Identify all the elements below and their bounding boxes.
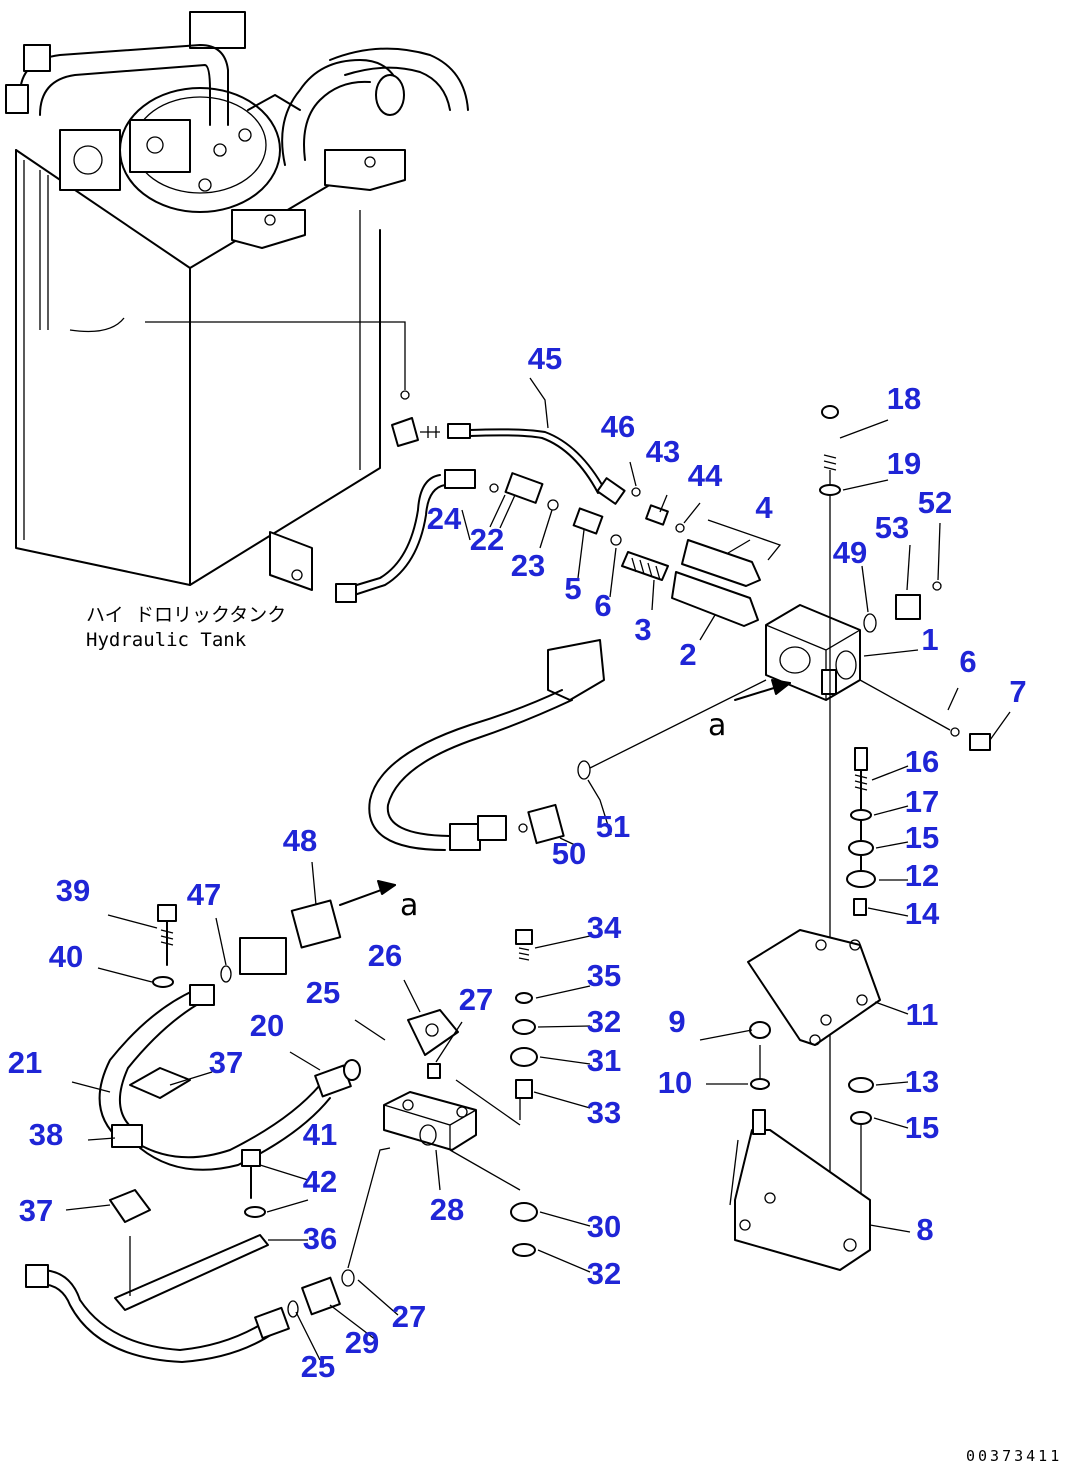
callout-c23: 23: [511, 548, 545, 583]
callout-c4: 4: [755, 490, 773, 525]
callout-c30: 30: [587, 1209, 621, 1244]
callout-c10: 10: [658, 1065, 692, 1100]
callout-c29: 29: [345, 1325, 379, 1360]
callout-c35: 35: [587, 958, 621, 993]
callout-c34: 34: [587, 910, 622, 945]
callout-c24: 24: [427, 501, 462, 536]
callout-c21: 21: [8, 1045, 42, 1080]
callout-c25b: 25: [301, 1349, 335, 1384]
callout-c19: 19: [887, 446, 921, 481]
callout-c5: 5: [564, 571, 581, 606]
callout-c7: 7: [1009, 674, 1026, 709]
callout-c38: 38: [29, 1117, 63, 1152]
callout-c33: 33: [587, 1095, 621, 1130]
callout-c48: 48: [283, 823, 317, 858]
caption-japanese: ハイ ドロリックタンク: [86, 604, 286, 626]
view-marker-a-lower: a: [400, 888, 418, 923]
callout-c32a: 32: [587, 1004, 621, 1039]
callout-c37a: 37: [209, 1045, 243, 1080]
callout-c1: 1: [921, 622, 938, 657]
view-arrow-a-upper: a: [708, 679, 791, 743]
callout-c31: 31: [587, 1043, 621, 1078]
callout-c39: 39: [56, 873, 90, 908]
callout-c42: 42: [303, 1164, 337, 1199]
fitting-group-upper: [504, 472, 782, 627]
valve-block-1: [765, 604, 861, 701]
callout-c17: 17: [905, 784, 939, 819]
callout-c12: 12: [905, 858, 939, 893]
callout-c27b: 27: [392, 1299, 426, 1334]
callout-c28: 28: [430, 1192, 464, 1227]
callout-c51: 51: [596, 809, 630, 844]
callout-c32b: 32: [587, 1256, 621, 1291]
hose-loop-center: [368, 639, 767, 851]
callout-c14: 14: [905, 896, 940, 931]
callout-c25a: 25: [306, 975, 340, 1010]
callout-c11: 11: [906, 997, 939, 1032]
callout-c37b: 37: [19, 1193, 53, 1228]
callout-c27a: 27: [459, 982, 493, 1017]
drawing-number: 00373411: [966, 1447, 1062, 1465]
callout-c9: 9: [668, 1004, 685, 1039]
hydraulic-tank: [5, 11, 469, 591]
callout-c8: 8: [916, 1212, 933, 1247]
callout-c36: 36: [303, 1221, 337, 1256]
callout-c40: 40: [49, 939, 83, 974]
view-marker-a-upper: a: [708, 708, 726, 743]
callout-c52: 52: [918, 485, 952, 520]
callout-c22: 22: [470, 522, 504, 557]
junction-block-28: [383, 929, 538, 1257]
fitting-group-right: [819, 405, 991, 751]
callout-c16: 16: [905, 744, 939, 779]
leader-lines: [65, 377, 1011, 1361]
callout-c46: 46: [601, 409, 635, 444]
callout-c43: 43: [646, 434, 680, 469]
callout-c2: 2: [679, 637, 696, 672]
callout-c45: 45: [528, 341, 562, 376]
callout-c13: 13: [905, 1064, 939, 1099]
callout-c6b: 6: [959, 644, 976, 679]
hose-24-assembly: [335, 469, 499, 603]
callout-c47: 47: [187, 877, 221, 912]
callout-c26: 26: [368, 938, 402, 973]
callout-c15b: 15: [905, 1110, 939, 1145]
callout-c15a: 15: [905, 820, 939, 855]
hose-assembly-lower-left: a: [25, 880, 418, 1363]
callout-c18: 18: [887, 381, 921, 416]
bracket-plates: [729, 929, 881, 1271]
callout-c50: 50: [552, 836, 586, 871]
callout-c20: 20: [250, 1008, 284, 1043]
hose-45-assembly: [391, 417, 626, 505]
fastener-stack-right: [846, 747, 876, 916]
callout-c41: 41: [303, 1117, 337, 1152]
callout-c49: 49: [833, 535, 867, 570]
caption-english: Hydraulic Tank: [86, 629, 247, 651]
callout-c44: 44: [688, 458, 723, 493]
callout-c3: 3: [634, 612, 651, 647]
callout-c53: 53: [875, 510, 909, 545]
callout-c6a: 6: [594, 588, 611, 623]
